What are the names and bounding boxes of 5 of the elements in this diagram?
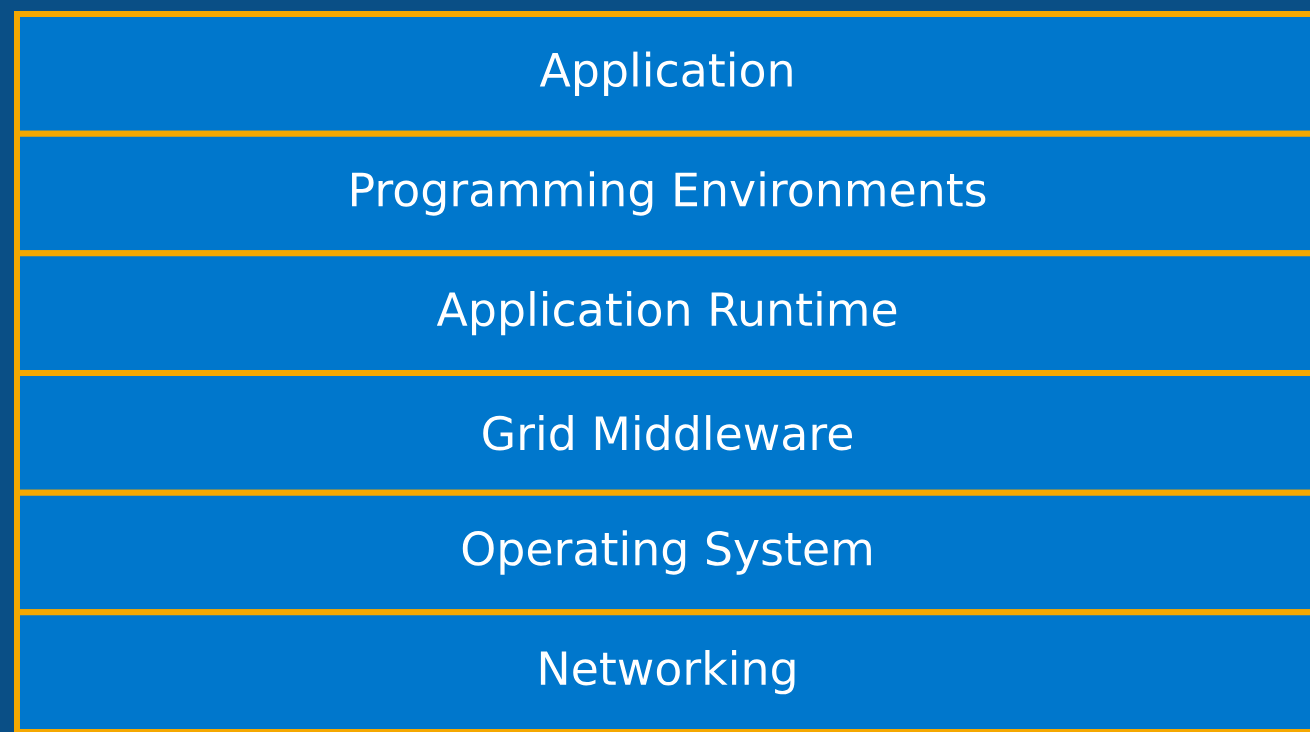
layer-band: Operating System [14,489,1310,616]
layer-band: Grid Middleware [14,369,1310,496]
layer-band: Programming Environments [14,130,1310,257]
layer-band: Application [14,10,1310,137]
layer-band: Networking [14,609,1310,732]
